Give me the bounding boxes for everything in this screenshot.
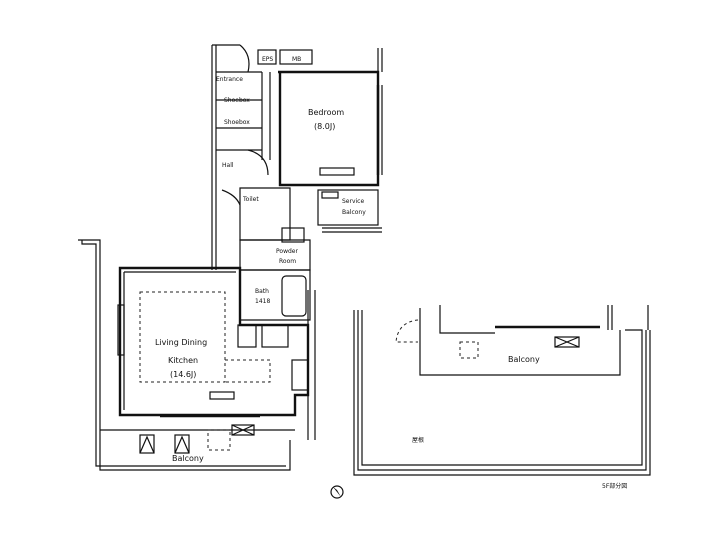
label-shoebox-2: Shoebox xyxy=(224,119,250,126)
label-ldk-2: Kitchen xyxy=(168,356,198,365)
label-eps: EPS xyxy=(262,56,273,63)
label-shoebox-1: Shoebox xyxy=(224,97,250,104)
label-bedroom-size: (8.0J) xyxy=(314,122,335,131)
bedroom-door-swing xyxy=(247,149,269,176)
label-ldk-1: Living Dining xyxy=(155,338,207,347)
label-hall: Hall xyxy=(222,162,234,169)
label-bedroom: Bedroom xyxy=(308,108,344,117)
label-service-balcony-2: Balcony xyxy=(342,209,366,216)
ldk-ac-unit xyxy=(209,391,235,400)
label-balcony-main: Balcony xyxy=(172,454,204,463)
label-toilet: Toilet xyxy=(242,196,259,203)
label-bath: Bath xyxy=(255,288,269,295)
label-roof: 屋根 xyxy=(412,436,424,444)
north-arrow-icon xyxy=(330,485,344,499)
walls-upper-terrace xyxy=(353,305,651,476)
label-powder-room-1: Powder xyxy=(276,248,298,255)
toilet-door-swing xyxy=(221,189,241,206)
label-mb: MB xyxy=(292,56,301,63)
label-ldk-size: (14.6J) xyxy=(170,370,196,379)
bedroom-ac-unit xyxy=(319,167,355,176)
bathtub xyxy=(281,275,307,317)
label-balcony-upper: Balcony xyxy=(508,355,540,364)
label-entrance: Entrance xyxy=(216,76,243,83)
label-service-balcony-1: Service xyxy=(342,198,364,205)
entrance-door-swing xyxy=(239,44,250,73)
label-powder-room-2: Room xyxy=(279,258,296,265)
label-plan-note: 5F部分図 xyxy=(602,482,627,490)
label-bath-size: 1418 xyxy=(255,298,270,305)
walls-main-unit xyxy=(78,44,383,471)
